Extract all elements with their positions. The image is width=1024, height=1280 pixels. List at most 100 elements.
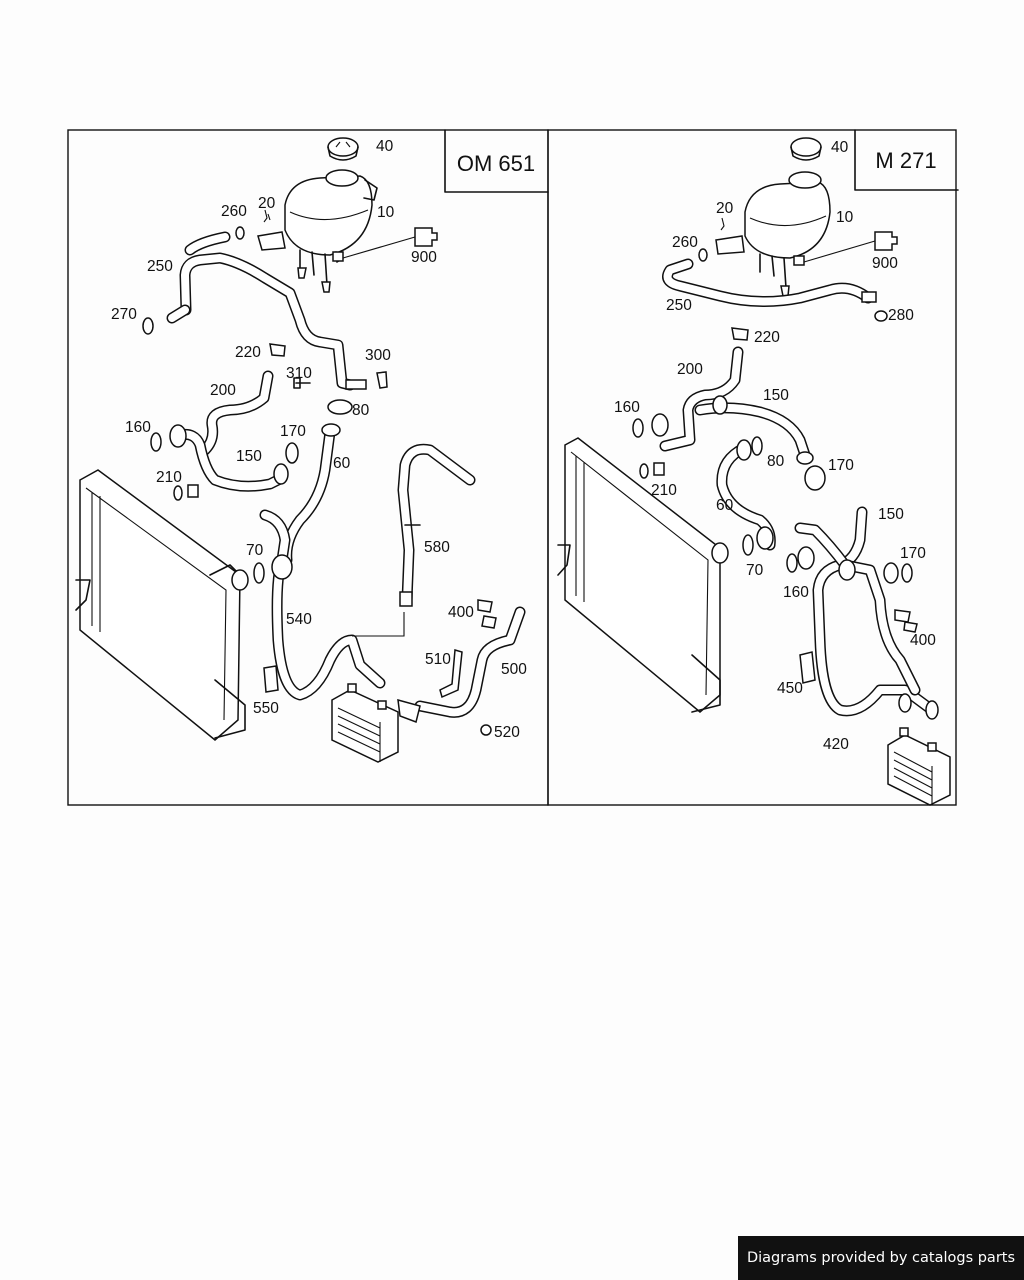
right-callouts: 40 20 10 260 900 250 280 220 200 150 160… bbox=[614, 139, 936, 753]
left-panel-drawing bbox=[75, 137, 526, 763]
oil-cooler-left bbox=[331, 683, 399, 763]
o-ring-260-r bbox=[698, 248, 708, 262]
callout-550: 550 bbox=[253, 700, 279, 717]
callout-170: 170 bbox=[280, 423, 306, 440]
hose-540 bbox=[259, 509, 386, 701]
callout-60-r: 60 bbox=[716, 497, 734, 514]
callout-400: 400 bbox=[448, 604, 474, 621]
o-ring-170-lower-r bbox=[901, 563, 913, 583]
o-ring-80-r bbox=[751, 436, 763, 456]
bolt-310 bbox=[293, 377, 311, 389]
radiator-right bbox=[557, 437, 729, 713]
callout-260: 260 bbox=[221, 203, 247, 220]
callout-20-r: 20 bbox=[716, 200, 734, 217]
callout-20: 20 bbox=[258, 195, 276, 212]
bracket-510 bbox=[439, 649, 463, 699]
callout-520: 520 bbox=[494, 724, 520, 741]
callout-900: 900 bbox=[411, 249, 437, 266]
hose-200-150-r bbox=[651, 346, 814, 465]
callout-540: 540 bbox=[286, 611, 312, 628]
callout-310: 310 bbox=[286, 365, 312, 382]
callout-420: 420 bbox=[823, 736, 849, 753]
o-ring-70 bbox=[253, 562, 265, 584]
hose-200 bbox=[199, 370, 274, 456]
callout-80: 80 bbox=[352, 402, 370, 419]
callout-280: 280 bbox=[888, 307, 914, 324]
callout-450: 450 bbox=[777, 680, 803, 697]
hose-580 bbox=[397, 443, 476, 607]
callout-170-r: 170 bbox=[828, 457, 854, 474]
sensor-300 bbox=[376, 371, 388, 389]
nut-520 bbox=[480, 724, 492, 736]
cap-40 bbox=[327, 137, 359, 161]
hose-500 bbox=[397, 606, 526, 723]
callout-200-r: 200 bbox=[677, 361, 703, 378]
callout-160-r: 160 bbox=[614, 399, 640, 416]
callout-60: 60 bbox=[333, 455, 351, 472]
callout-250: 250 bbox=[147, 258, 173, 275]
hose-250 bbox=[166, 231, 367, 391]
engine-label-om651: OM 651 bbox=[457, 151, 535, 176]
callout-150: 150 bbox=[236, 448, 262, 465]
o-ring-260 bbox=[235, 226, 245, 240]
o-ring-270 bbox=[142, 317, 154, 335]
callout-10: 10 bbox=[377, 204, 395, 221]
hose-150-lower-r bbox=[794, 506, 939, 720]
callout-580: 580 bbox=[424, 539, 450, 556]
bracket-900-r bbox=[793, 231, 898, 266]
o-ring-70-r bbox=[742, 534, 754, 556]
hose-60-r bbox=[716, 439, 776, 551]
o-ring-160-r bbox=[632, 418, 644, 438]
callout-510: 510 bbox=[425, 651, 451, 668]
callout-40: 40 bbox=[376, 138, 394, 155]
callout-160: 160 bbox=[125, 419, 151, 436]
callout-300: 300 bbox=[365, 347, 391, 364]
callout-270: 270 bbox=[111, 306, 137, 323]
callout-260-r: 260 bbox=[672, 234, 698, 251]
callout-10-r: 10 bbox=[836, 209, 854, 226]
callout-220-r: 220 bbox=[754, 329, 780, 346]
o-ring-210-r bbox=[639, 463, 649, 479]
engine-label-box-right: M 271 bbox=[854, 129, 959, 191]
hose-150 bbox=[169, 424, 289, 492]
callout-40-r: 40 bbox=[831, 139, 849, 156]
callout-150-lower-r: 150 bbox=[878, 506, 904, 523]
callout-160-lower-r: 160 bbox=[783, 584, 809, 601]
radiator-left bbox=[75, 469, 249, 741]
callout-900-r: 900 bbox=[872, 255, 898, 272]
callout-400-r: 400 bbox=[910, 632, 936, 649]
callout-80-r: 80 bbox=[767, 453, 785, 470]
callout-220: 220 bbox=[235, 344, 261, 361]
o-ring-160 bbox=[150, 432, 162, 452]
clamp-400 bbox=[477, 599, 497, 629]
bracket-450 bbox=[799, 651, 816, 684]
engine-label-box-left: OM 651 bbox=[444, 129, 549, 193]
callout-200: 200 bbox=[210, 382, 236, 399]
callout-210: 210 bbox=[156, 469, 182, 486]
o-ring-210 bbox=[173, 485, 183, 501]
callout-70-r: 70 bbox=[746, 562, 764, 579]
o-ring-170-r bbox=[804, 465, 826, 491]
o-ring-160-lower-r bbox=[786, 553, 798, 573]
callout-150-r: 150 bbox=[763, 387, 789, 404]
o-ring-170 bbox=[285, 442, 299, 464]
callout-70: 70 bbox=[246, 542, 264, 559]
bracket-550 bbox=[263, 665, 279, 693]
engine-label-m271: M 271 bbox=[875, 148, 936, 173]
callout-170-lower-r: 170 bbox=[900, 545, 926, 562]
hose-250-r bbox=[662, 258, 877, 308]
o-ring-280 bbox=[874, 310, 888, 322]
callout-500: 500 bbox=[501, 661, 527, 678]
callout-210-r: 210 bbox=[651, 482, 677, 499]
clip-220 bbox=[269, 343, 286, 357]
right-panel-drawing bbox=[557, 137, 951, 806]
footer-credit: Diagrams provided by catalogs parts bbox=[738, 1236, 1024, 1280]
callout-250-r: 250 bbox=[666, 297, 692, 314]
cap-40-r bbox=[790, 137, 822, 161]
clip-220-r bbox=[731, 327, 749, 341]
expansion-tank-10-r bbox=[715, 171, 831, 297]
bracket-900 bbox=[332, 227, 438, 262]
panel-right-frame bbox=[547, 129, 957, 806]
clamp-400-r bbox=[894, 609, 918, 633]
